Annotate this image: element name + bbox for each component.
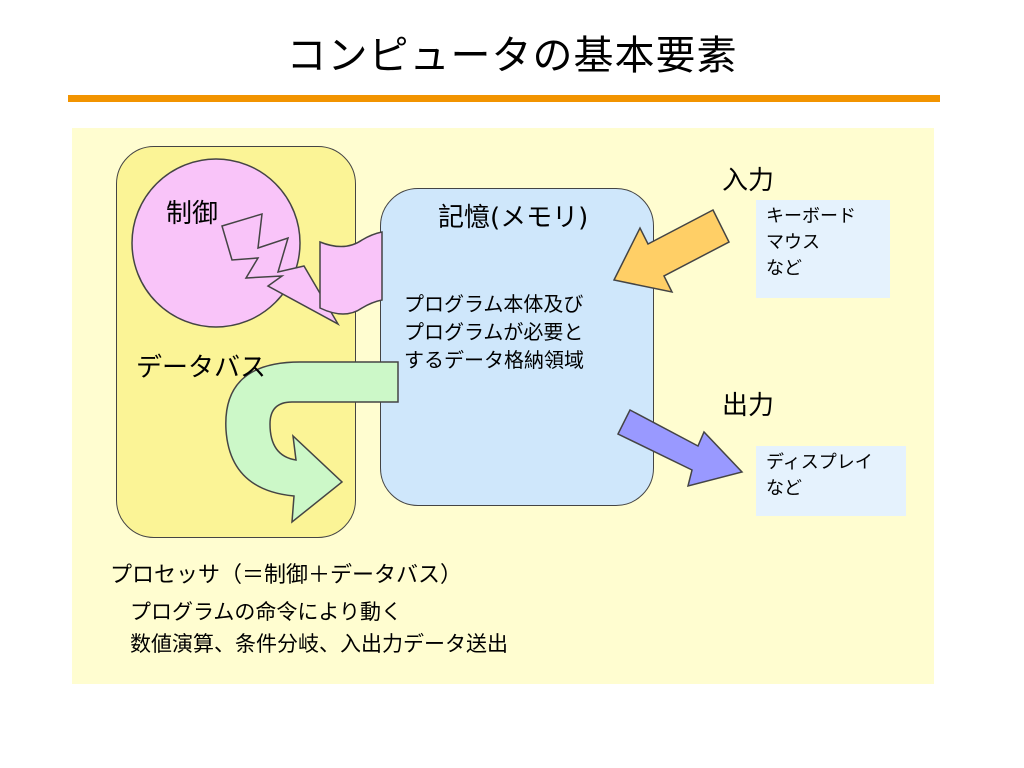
- memory-description: プログラム本体及び プログラムが必要と するデータ格納領域: [404, 290, 584, 374]
- input-device-item: マウス: [766, 232, 820, 253]
- input-label: 入力: [722, 166, 775, 196]
- output-device-item: ディスプレイ: [766, 452, 873, 473]
- memory-block: [380, 188, 654, 506]
- input-devices-box: キーボード マウス など: [756, 200, 890, 298]
- control-label: 制御: [166, 199, 219, 229]
- page-title: コンピュータの基本要素: [286, 33, 738, 79]
- databus-label: データバス: [136, 353, 267, 383]
- processor-notes: プログラムの命令により動く 数値演算、条件分岐、入出力データ送出: [130, 596, 508, 660]
- output-arrow: [616, 408, 744, 488]
- databus-arrow: [225, 361, 399, 524]
- input-arrow: [612, 208, 731, 294]
- control-bubble: [131, 158, 301, 328]
- output-label: 出力: [722, 391, 775, 421]
- lightning-bolt-icon: [221, 212, 341, 326]
- input-device-item: など: [766, 258, 802, 279]
- output-devices-box: ディスプレイ など: [756, 446, 906, 516]
- processor-heading: プロセッサ（＝制御＋データバス）: [110, 563, 463, 588]
- output-device-item: など: [766, 478, 802, 499]
- memory-description-line: するデータ格納領域: [404, 348, 584, 372]
- memory-description-line: プログラムが必要と: [404, 320, 584, 344]
- processor-note-line: 数値演算、条件分岐、入出力データ送出: [130, 632, 508, 656]
- title-underline: [68, 95, 940, 102]
- processor-note-line: プログラムの命令により動く: [130, 600, 402, 624]
- input-device-item: キーボード: [766, 206, 856, 227]
- memory-title: 記憶(メモリ): [438, 203, 589, 233]
- memory-description-line: プログラム本体及び: [404, 292, 584, 316]
- control-memory-link: [319, 231, 383, 315]
